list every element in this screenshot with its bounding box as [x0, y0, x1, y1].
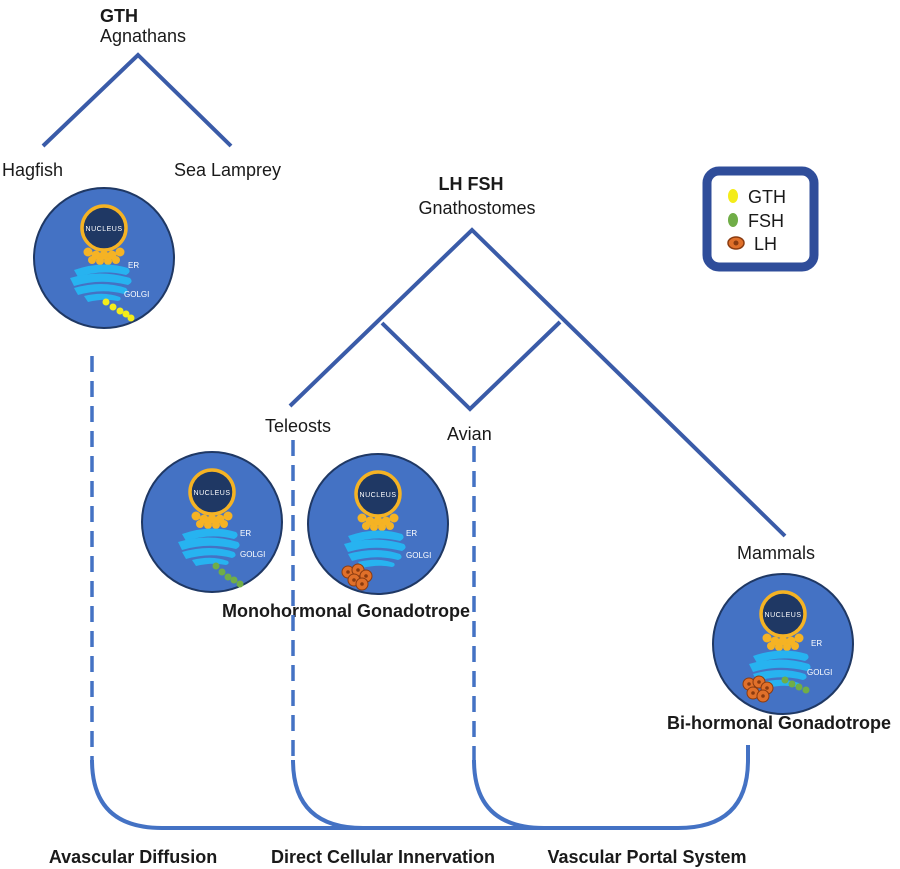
nucleus-label: NUCLEUS: [765, 612, 802, 619]
gnathostome-group-label: Gnathostomes: [418, 198, 535, 218]
hagfish-gonadotrope-cell: NUCLEUS ER GOLGI: [32, 186, 176, 330]
mammals-label: Mammals: [737, 543, 815, 563]
golgi-label: GOLGI: [240, 550, 265, 559]
teleosts-label: Teleosts: [265, 416, 331, 436]
gth-legend-swatch: [728, 189, 738, 203]
delivery-routes: [90, 356, 750, 830]
fsh-granules: [781, 676, 810, 694]
direct-cellular-innervation-label: Direct Cellular Innervation: [271, 847, 495, 867]
gnathostome-branch-lines: [288, 227, 787, 538]
mammal-bihormonal-gonadotrope-cell: NUCLEUS ER GOLGI: [711, 572, 855, 716]
agnathan-branch-lines: [41, 52, 233, 148]
er-label: ER: [406, 529, 417, 538]
root-group-label: Agnathans: [100, 26, 186, 46]
root-hormone-label: GTH: [100, 6, 138, 26]
nucleus-label: NUCLEUS: [86, 226, 123, 233]
hagfish-label: Hagfish: [2, 160, 63, 180]
fsh-legend-label: FSH: [748, 211, 784, 231]
er-label: ER: [128, 261, 139, 270]
lh-legend-label: LH: [754, 234, 777, 254]
golgi-label: GOLGI: [807, 668, 832, 677]
er-label: ER: [811, 639, 822, 648]
bihormonal-caption: Bi-hormonal Gonadotrope: [667, 713, 891, 733]
fsh-legend-swatch: [728, 213, 738, 227]
gnathostome-hormone-label: LH FSH: [439, 174, 504, 194]
avascular-diffusion-label: Avascular Diffusion: [49, 847, 217, 867]
sea-lamprey-label: Sea Lamprey: [174, 160, 281, 180]
er-label: ER: [240, 529, 251, 538]
avian-label: Avian: [447, 424, 492, 444]
monohormonal-caption: Monohormonal Gonadotrope: [222, 601, 470, 621]
gth-legend-label: GTH: [748, 187, 786, 207]
golgi-label: GOLGI: [124, 290, 149, 299]
teleost-fsh-gonadotrope-cell: NUCLEUS ER GOLGI: [140, 450, 284, 594]
teleost-lh-gonadotrope-cell: NUCLEUS ER GOLGI: [306, 452, 450, 596]
legend: GTH FSH LH: [702, 166, 819, 272]
gth-granules: [102, 298, 135, 322]
fsh-granules: [212, 562, 244, 588]
vascular-portal-system-label: Vascular Portal System: [547, 847, 746, 867]
golgi-label: GOLGI: [406, 551, 431, 560]
nucleus-label: NUCLEUS: [194, 490, 231, 497]
nucleus-label: NUCLEUS: [360, 492, 397, 499]
